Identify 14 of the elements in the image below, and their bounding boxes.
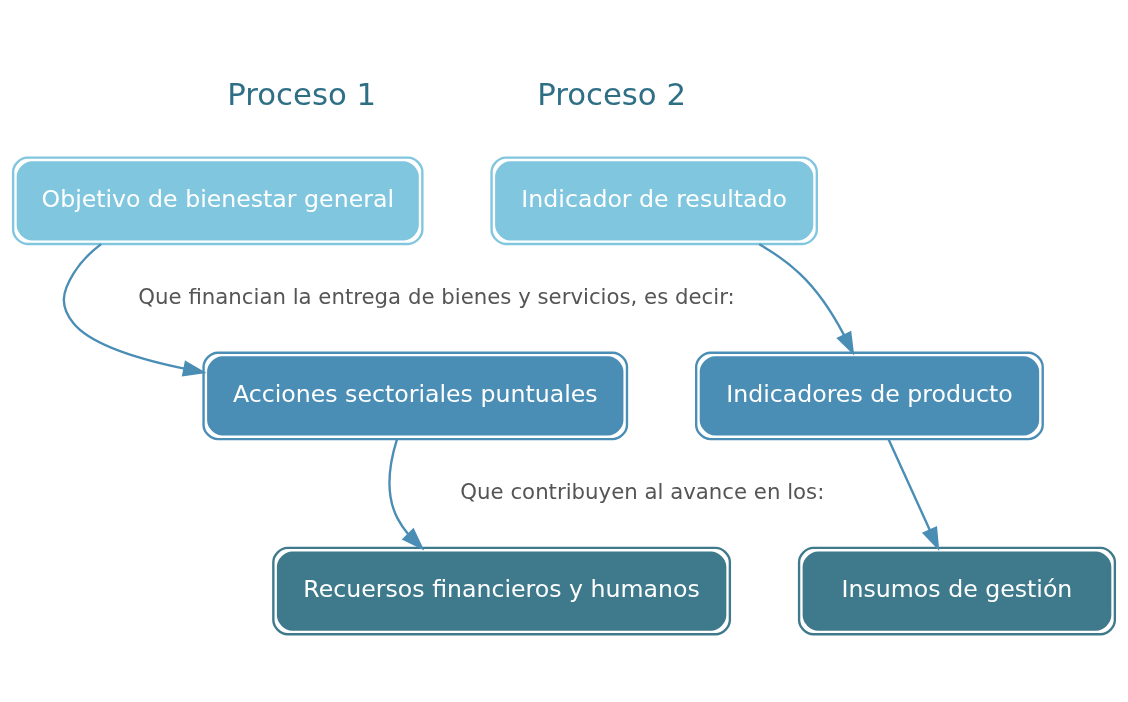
arrow — [887, 438, 940, 551]
label: Que financian la entrega de bienes y servicios, es decir: — [138, 283, 735, 309]
arrow — [62, 243, 207, 377]
label: Proceso 2 — [537, 76, 686, 113]
node-box: Objetivo de bienestar general — [11, 156, 424, 246]
arrow — [388, 439, 425, 551]
label: Proceso 1 — [227, 76, 377, 113]
arrow — [758, 243, 855, 356]
node-box: Recuersos financieros y humanos — [272, 546, 732, 636]
node-box: Indicador de resultado — [490, 156, 818, 246]
node-box: Indicadores de producto — [695, 351, 1044, 441]
node-box: Insumos de gestión — [797, 546, 1117, 636]
label: Que contribuyen al avance en los: — [460, 478, 825, 504]
node-box: Acciones sectoriales puntuales — [202, 351, 629, 441]
